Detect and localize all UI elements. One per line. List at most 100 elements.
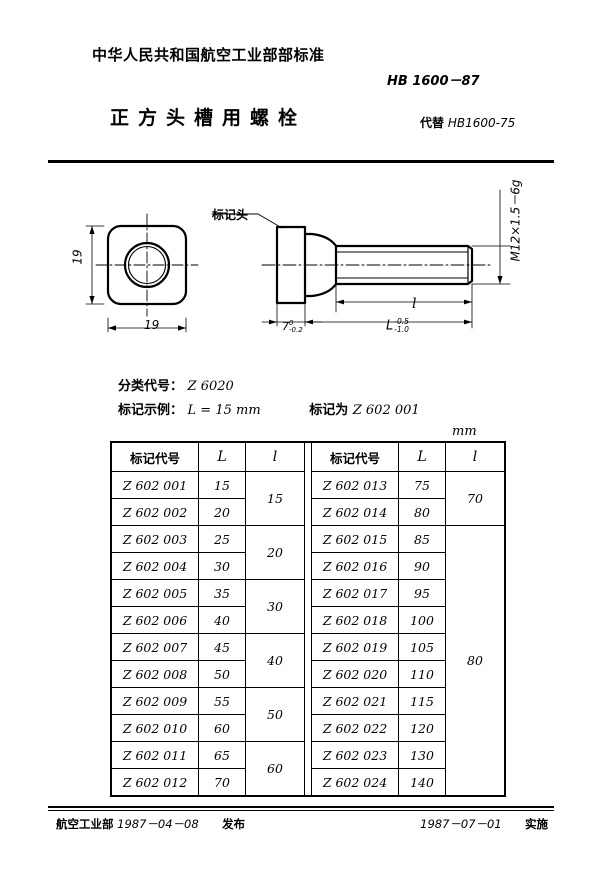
- callout-leader-line: [257, 213, 283, 229]
- replaces-label: 代替: [420, 116, 445, 130]
- dim-neck-tol-upper: 0: [289, 319, 294, 327]
- table-cell-L-left: 70: [198, 768, 246, 797]
- dim-label-thread-length: l: [412, 296, 417, 312]
- footer-issue-date: 1987－04－08: [117, 817, 199, 831]
- table-middle-separator: [304, 498, 312, 526]
- table-cell-code-left: Z 602 010: [110, 714, 199, 742]
- marking-example-value: L = 15 mm: [187, 403, 261, 418]
- table-middle-separator: [304, 525, 312, 553]
- arrow-l-left: [336, 299, 344, 305]
- arrow-head-width-right: [178, 325, 186, 331]
- classification-line: 分类代号： Z 6020: [118, 375, 234, 394]
- dim-total-symbol: L: [386, 318, 394, 334]
- arrow-head-height-top: [89, 226, 95, 234]
- replaces-note: 代替 HB1600-75: [420, 114, 515, 131]
- dim-neck-tolerance: 0-0.2: [289, 320, 303, 334]
- bore-inner-circle: [127, 245, 167, 285]
- table-cell-L-right: 110: [398, 660, 446, 688]
- footer-effective-date: 1987－07－01: [420, 817, 502, 831]
- table-cell-L-left: 40: [198, 606, 246, 634]
- dim-neck-tol-lower: -0.2: [289, 326, 303, 334]
- table-cell-L-right: 80: [398, 498, 446, 526]
- table-cell-code-left: Z 602 003: [110, 525, 199, 553]
- header-code-left: 标记代号: [110, 441, 199, 472]
- table-cell-L-right: 85: [398, 525, 446, 553]
- table-cell-code-left: Z 602 005: [110, 579, 199, 607]
- table-middle-separator: [304, 606, 312, 634]
- classification-label: 分类代号：: [118, 379, 184, 394]
- table-cell-L-right: 90: [398, 552, 446, 580]
- table-cell-code-right: Z 602 024: [311, 768, 399, 797]
- table-middle-separator: [304, 633, 312, 661]
- table-cell-code-right: Z 602 017: [311, 579, 399, 607]
- table-cell-code-right: Z 602 022: [311, 714, 399, 742]
- table-middle-separator: [304, 687, 312, 715]
- table-cell-l-left: 50: [245, 687, 305, 742]
- marking-designation-label: 标记为: [309, 403, 349, 418]
- table-cell-L-left: 15: [198, 471, 246, 499]
- table-cell-L-right: 140: [398, 768, 446, 797]
- dim-total-tolerance: -0.5-1.0: [394, 318, 409, 334]
- standard-number: HB 1600－87: [387, 74, 480, 89]
- arrow-l-right: [464, 299, 472, 305]
- header-l-right: l: [445, 441, 506, 472]
- table-cell-L-right: 75: [398, 471, 446, 499]
- table-cell-l-left: 30: [245, 579, 305, 634]
- marking-example-line: 标记示例： L = 15 mm 标记为 Z 602 001: [118, 399, 420, 418]
- table-cell-code-right: Z 602 016: [311, 552, 399, 580]
- table-cell-code-right: Z 602 015: [311, 525, 399, 553]
- marking-designation-value: Z 602 001: [352, 403, 420, 418]
- table-cell-l-right: 80: [445, 525, 506, 797]
- table-middle-separator: [304, 660, 312, 688]
- dim-label-total-length: L-0.5-1.0: [386, 318, 409, 334]
- table-cell-L-left: 35: [198, 579, 246, 607]
- dim-total-tol-lower: -1.0: [394, 324, 409, 334]
- table-head: 标记代号 L l 标记代号 L l: [110, 441, 506, 472]
- table-cell-code-right: Z 602 021: [311, 687, 399, 715]
- table-middle-separator: [304, 552, 312, 580]
- table-unit-label: mm: [452, 424, 477, 439]
- table-cell-code-right: Z 602 013: [311, 471, 399, 499]
- table-cell-L-left: 60: [198, 714, 246, 742]
- table-cell-code-left: Z 602 009: [110, 687, 199, 715]
- table-cell-code-right: Z 602 019: [311, 633, 399, 661]
- table-middle-separator: [304, 768, 312, 797]
- table-cell-l-left: 40: [245, 633, 305, 688]
- table-cell-L-right: 120: [398, 714, 446, 742]
- table-header-row: 标记代号 L l 标记代号 L l: [110, 441, 506, 472]
- footer-effective-action: 实施: [525, 817, 548, 831]
- footer-divider-rule: [48, 806, 554, 808]
- arrow-head-height-bottom: [89, 296, 95, 304]
- table-cell-code-left: Z 602 007: [110, 633, 199, 661]
- table-cell-L-right: 130: [398, 741, 446, 769]
- footer-divider-rule-thin: [48, 810, 554, 811]
- table-cell-code-right: Z 602 020: [311, 660, 399, 688]
- table-cell-code-left: Z 602 011: [110, 741, 199, 769]
- table-cell-code-left: Z 602 008: [110, 660, 199, 688]
- table-cell-code-left: Z 602 004: [110, 552, 199, 580]
- table-cell-code-left: Z 602 012: [110, 768, 199, 797]
- table-cell-l-left: 15: [245, 471, 305, 526]
- table-cell-L-left: 45: [198, 633, 246, 661]
- table-middle-separator: [304, 441, 312, 472]
- table-cell-code-left: Z 602 002: [110, 498, 199, 526]
- footer-effective-info: 1987－07－01 实施: [420, 816, 548, 832]
- table-cell-code-left: Z 602 001: [110, 471, 199, 499]
- table-middle-separator: [304, 579, 312, 607]
- footer-issue-action: 发布: [222, 817, 246, 831]
- arrow-neck-left: [269, 319, 277, 325]
- header-L-right: L: [398, 441, 446, 472]
- table-middle-separator: [304, 714, 312, 742]
- dim-total-tol-upper: -0.5: [394, 317, 409, 326]
- header-L-left: L: [198, 441, 246, 472]
